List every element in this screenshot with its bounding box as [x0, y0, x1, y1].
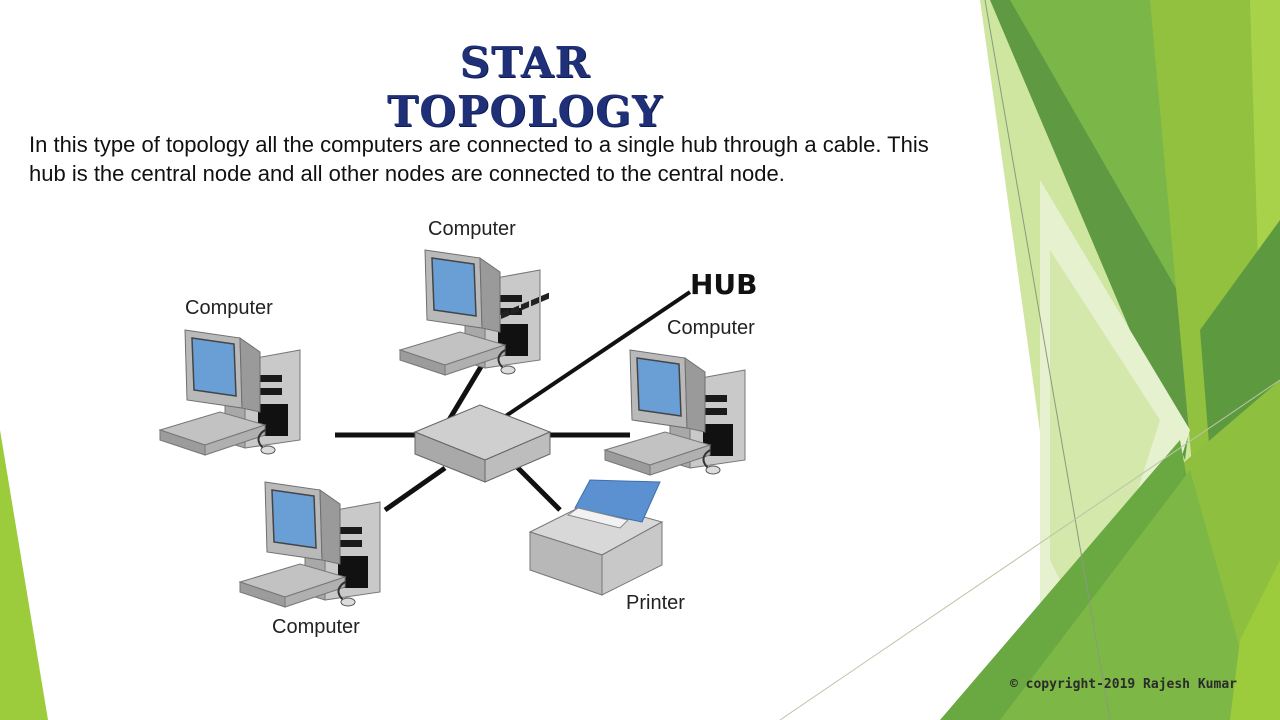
hub-label: HUB [690, 268, 758, 301]
computer-bottom-left [239, 481, 381, 608]
hub-device [413, 292, 552, 483]
node-label-computer-left: Computer [185, 297, 273, 319]
copyright-text: © copyright-2019 Rajesh Kumar [1010, 677, 1237, 692]
computer-left [159, 329, 301, 456]
star-topology-diagram [159, 249, 746, 608]
computer-right [604, 349, 746, 476]
slide-description: In this type of topology all the compute… [29, 132, 929, 186]
computer-top [399, 249, 541, 376]
node-label-computer-bottom: Computer [272, 616, 360, 638]
node-label-printer: Printer [626, 592, 685, 614]
printer-icon [528, 479, 664, 596]
node-label-computer-right: Computer [667, 317, 755, 339]
node-label-computer-top: Computer [428, 218, 516, 240]
slide-title: STAR TOPOLOGY [387, 38, 663, 136]
